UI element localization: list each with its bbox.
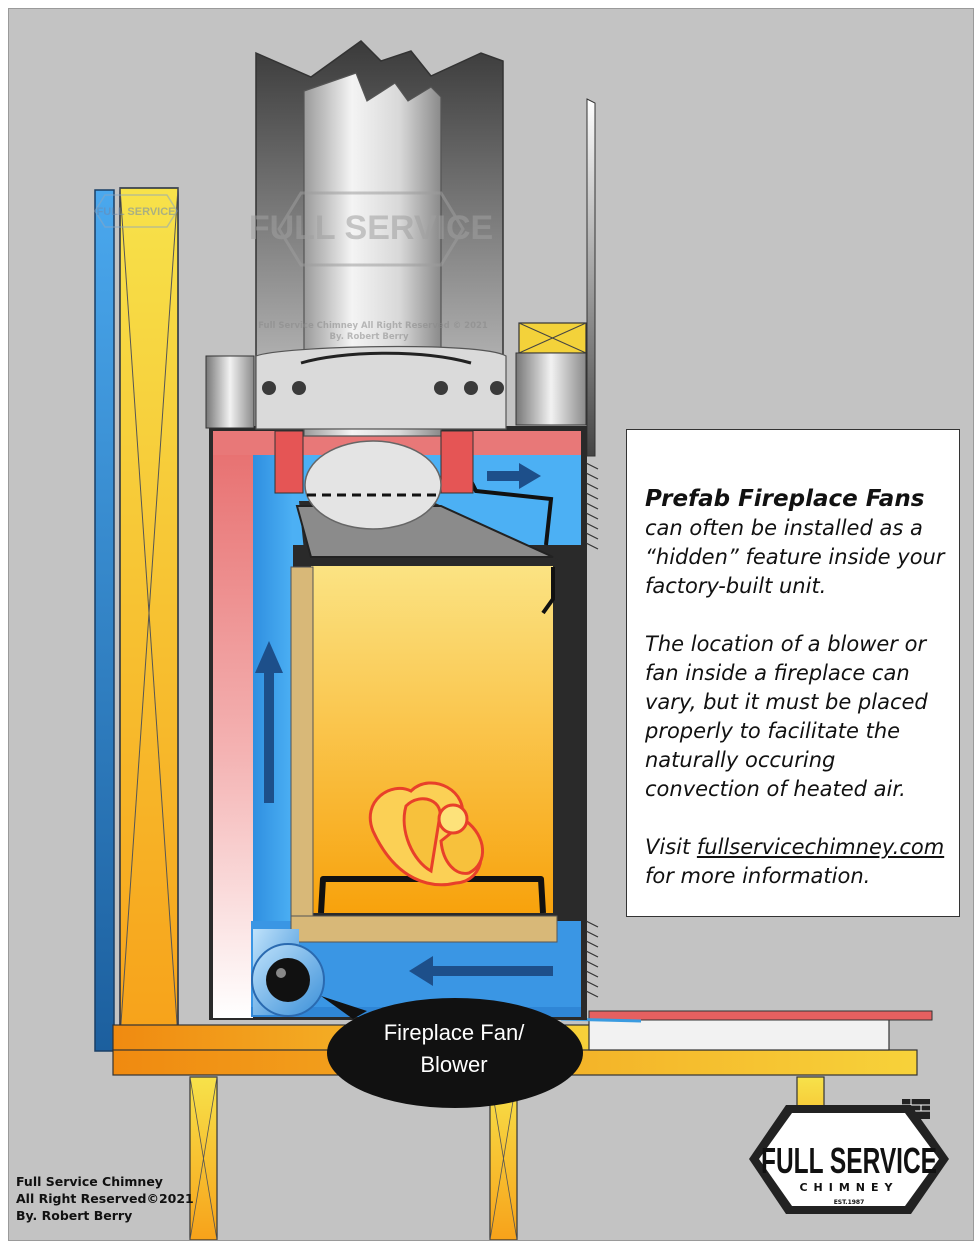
right-collar-block (515, 352, 587, 426)
fan-label-line-2: Blower (420, 1052, 488, 1077)
left-wall-blue-strip (94, 189, 115, 1052)
cool-air-in-arrow (409, 956, 553, 986)
info-paragraph-1: can often be installed as a “hidden” fea… (645, 516, 945, 598)
hearth-slab (588, 1018, 890, 1051)
hearth-edge (588, 1010, 933, 1021)
watermark-side-text: FULL SERVICE (96, 206, 175, 218)
copyright-notice: Full Service Chimney All Right Reserved©… (16, 1173, 194, 1224)
firebox-liner-left (290, 566, 314, 922)
info-visit-suffix: for more information. (645, 864, 871, 888)
info-box: Prefab Fireplace Fans can often be insta… (626, 429, 960, 917)
flue-collar-left (274, 430, 304, 494)
info-visit: Visit fullservicechimney.com for more inf… (645, 833, 945, 891)
blower-fan (251, 929, 325, 1017)
left-wall-framing (94, 187, 179, 1052)
logo-sub: CHIMNEY (799, 1181, 898, 1194)
warm-air-up-arrow (255, 641, 283, 803)
damper (304, 440, 442, 530)
logo-name: FULL SERVICE (761, 1140, 937, 1181)
logo-est: EST.1987 (834, 1199, 865, 1206)
info-title: Prefab Fireplace Fans (645, 486, 925, 512)
copyright-line-3: By. Robert Berry (16, 1208, 133, 1223)
firebox-liner-bottom (290, 915, 558, 943)
website-link[interactable]: fullservicechimney.com (696, 835, 945, 859)
flue-collar-right (440, 430, 474, 494)
warm-air-wall (213, 431, 253, 1018)
info-paragraph-2: The location of a blower or fan inside a… (645, 632, 928, 801)
fan-label-line-1: Fireplace Fan/ (383, 1020, 525, 1045)
watermark-logo-text: FULL SERVICE (249, 209, 493, 247)
watermark-line-1: Full Service Chimney All Right Reserved … (258, 321, 488, 331)
fan-label: Fireplace Fan/ Blower (352, 1017, 556, 1081)
right-wall-trim (586, 98, 596, 457)
info-visit-prefix: Visit (645, 835, 697, 859)
fan-label-bubble (321, 996, 583, 1108)
left-collar-block (205, 355, 255, 429)
chimney-pipe (205, 40, 587, 530)
flames (368, 781, 485, 887)
copyright-line-2: All Right Reserved©2021 (16, 1191, 194, 1206)
fireplace-cross-section: FULL SERVICE FULL SERVICE Full Service C… (94, 40, 949, 1240)
full-service-chimney-logo: FULL SERVICE CHIMNEY EST.1987 (749, 1099, 949, 1214)
inner-flue (303, 72, 442, 437)
hot-air-out-arrow (487, 463, 541, 489)
copyright-line-1: Full Service Chimney (16, 1174, 163, 1189)
watermark: FULL SERVICE FULL SERVICE Full Service C… (94, 191, 493, 342)
baffle-lip (541, 567, 555, 615)
watermark-line-2: By. Robert Berry (329, 332, 409, 342)
